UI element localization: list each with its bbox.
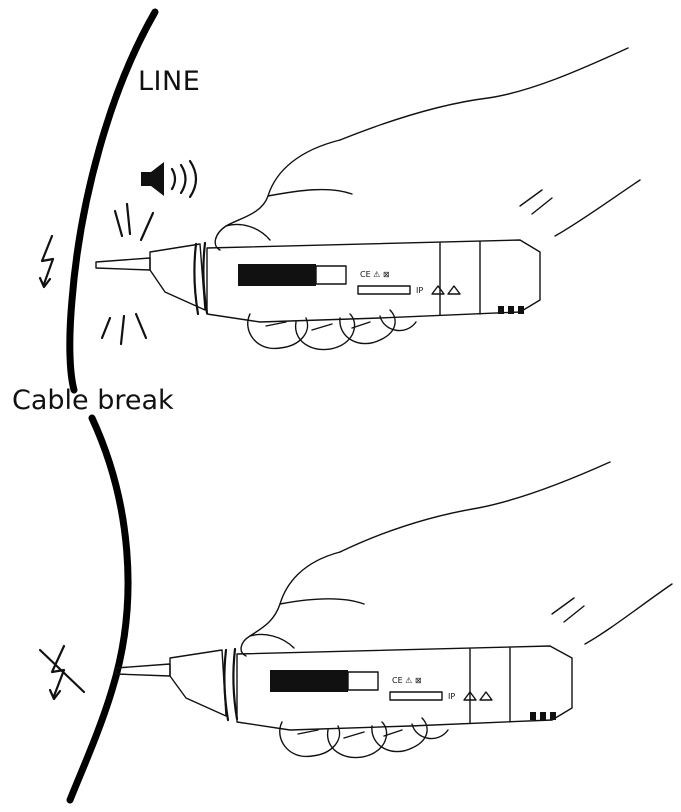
svg-text:IP: IP <box>448 692 455 701</box>
cable-upper <box>66 8 159 394</box>
svg-text:CE ⚠ ⊠: CE ⚠ ⊠ <box>392 676 422 685</box>
line-label: LINE <box>138 66 201 97</box>
lightning-bolt-icon <box>38 234 55 289</box>
speaker-sound-icon <box>141 159 198 199</box>
voltage-tester-lower: CE ⚠ ⊠ IP <box>115 645 573 731</box>
signal-lines-top <box>113 202 155 242</box>
hand-lower <box>240 461 673 759</box>
cable-break-label: Cable break <box>12 385 174 416</box>
cable-lower <box>66 414 132 804</box>
voltage-tester-upper: CE ⚠ ⊠ IP <box>95 239 541 323</box>
signal-lines-bottom <box>100 312 148 346</box>
svg-text:IP: IP <box>416 286 423 295</box>
crossed-lightning-bolt-icon <box>38 644 86 701</box>
svg-text:CE ⚠ ⊠: CE ⚠ ⊠ <box>360 270 390 279</box>
hand-upper <box>214 47 641 351</box>
